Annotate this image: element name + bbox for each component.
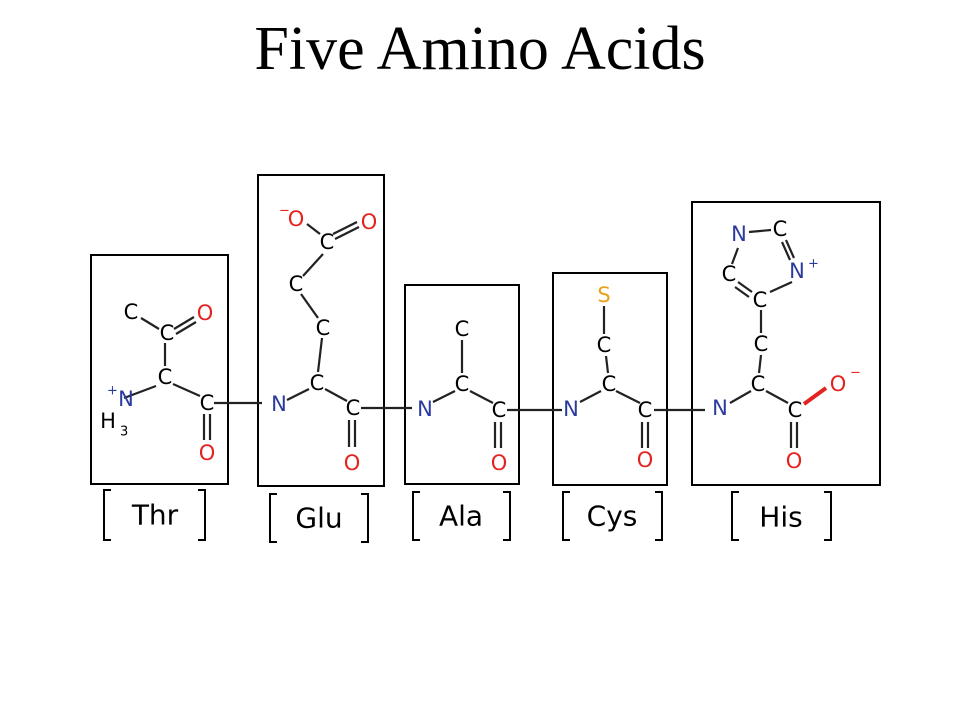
cys-box <box>552 272 668 486</box>
ala-amide-nitrogen: N <box>417 397 433 421</box>
ala-methyl-carbon: C <box>455 317 470 341</box>
thr-box <box>90 254 229 485</box>
glu-box <box>257 174 385 487</box>
cys-atoms: S C N C C O <box>563 283 653 472</box>
glu-minus-charge: − <box>279 204 290 219</box>
cys-alpha-carbon: C <box>602 372 617 396</box>
thr-plus-charge: + <box>107 384 118 399</box>
residue-label-thr: Thr <box>131 499 179 532</box>
glu-bonds <box>286 221 412 447</box>
thr-alpha-carbon: C <box>158 365 173 389</box>
ala-bonds <box>432 340 562 448</box>
cys-bonds <box>579 306 705 448</box>
ala-carbonyl-oxygen: O <box>491 451 508 475</box>
glu-carbonyl-carbon: C <box>346 396 361 420</box>
glu-carbonyl-oxygen: O <box>344 451 361 475</box>
his-ring-carbon-4: C <box>722 262 737 286</box>
cys-sulfur: S <box>597 283 610 307</box>
his-plus-charge: + <box>808 257 819 272</box>
his-minus-charge: − <box>850 366 861 381</box>
ala-box <box>404 284 520 485</box>
glu-atoms: − O C O C C N C C O <box>271 204 377 476</box>
his-carboxyl-oxygen: O <box>786 449 803 473</box>
thr-amine-nitrogen: N <box>118 387 134 411</box>
his-amide-nitrogen: N <box>712 396 728 420</box>
his-atoms: N C N + C C C N C C O − O <box>712 217 861 473</box>
thr-methyl-carbon: C <box>124 300 139 324</box>
residue-label-cys: Cys <box>587 500 638 533</box>
his-box <box>691 201 881 486</box>
ala-atoms: C N C C O <box>417 317 507 475</box>
thr-hydroxyl-oxygen: O <box>197 301 214 325</box>
thr-carbonyl-carbon: C <box>200 391 215 415</box>
ala-alpha-carbon: C <box>455 372 470 396</box>
his-ring-carbon-2: C <box>773 217 788 241</box>
ala-carbonyl-carbon: C <box>492 398 507 422</box>
cys-carbonyl-oxygen: O <box>637 448 654 472</box>
thr-bonds <box>123 316 262 440</box>
residue-label-glu: Glu <box>295 502 342 535</box>
cys-carbonyl-carbon: C <box>638 398 653 422</box>
glu-gamma-carbon: C <box>289 272 304 296</box>
residue-label-his: His <box>759 501 802 534</box>
his-beta-carbon: C <box>754 332 769 356</box>
residue-brackets <box>103 489 832 543</box>
glu-carboxylate-oxygen: O <box>288 207 305 231</box>
thr-beta-carbon: C <box>160 321 175 345</box>
his-carboxyl-carbon: C <box>788 398 803 422</box>
glu-amide-nitrogen: N <box>271 392 287 416</box>
glu-alpha-carbon: C <box>310 371 325 395</box>
cys-amide-nitrogen: N <box>563 397 579 421</box>
glu-carboxyl-oxygen: O <box>361 210 378 234</box>
residue-label-ala: Ala <box>439 500 483 533</box>
thr-atoms: C C O C + N H 3 C O <box>100 300 215 465</box>
his-ring-nitrogen-3: N <box>789 259 805 283</box>
glu-beta-carbon: C <box>316 316 331 340</box>
his-carboxylate-oxygen: O <box>830 372 847 396</box>
thr-hydrogen-count: 3 <box>120 425 128 440</box>
his-ring-nitrogen-1: N <box>731 222 747 246</box>
his-bonds <box>729 228 828 448</box>
thr-carbonyl-oxygen: O <box>199 441 216 465</box>
his-alpha-carbon: C <box>751 372 766 396</box>
glu-carboxyl-carbon: C <box>320 230 335 254</box>
cys-beta-carbon: C <box>597 333 612 357</box>
page-title: Five Amino Acids <box>254 15 706 83</box>
thr-hydrogen: H <box>100 409 116 433</box>
his-ring-carbon-5: C <box>753 288 768 312</box>
